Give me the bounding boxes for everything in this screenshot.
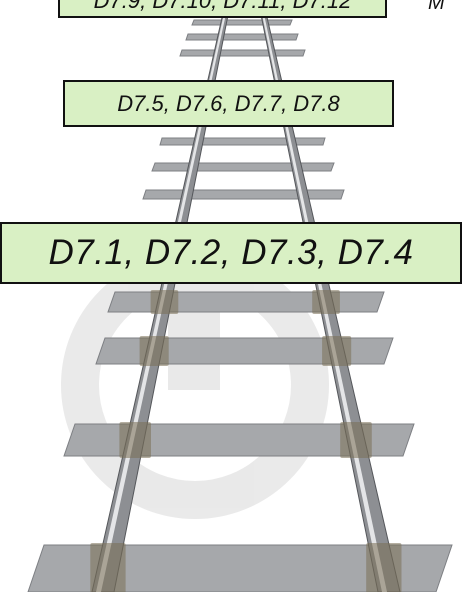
sleeper-8 xyxy=(107,291,385,313)
tie-plate xyxy=(322,336,352,366)
sleeper-4 xyxy=(179,49,306,57)
deliverables-label-middle: D7.5, D7.6, D7.7, D7.8 xyxy=(63,80,394,127)
tie-plate xyxy=(119,422,151,458)
sleeper-2 xyxy=(191,19,293,26)
tie-plate xyxy=(139,336,169,366)
deliverables-text-top: D7.9, D7.10, D7.11, D7.12 xyxy=(93,0,352,13)
tie-plate xyxy=(90,543,126,592)
deliverables-text-bottom: D7.1, D7.2, D7.3, D7.4 xyxy=(48,233,414,272)
sleeper-5 xyxy=(159,137,326,146)
sleeper-6 xyxy=(151,162,335,172)
deliverables-label-bottom: D7.1, D7.2, D7.3, D7.4 xyxy=(0,222,462,284)
deliverables-text-middle: D7.5, D7.6, D7.7, D7.8 xyxy=(117,90,340,116)
tie-plate xyxy=(150,290,179,314)
power-icon xyxy=(61,250,329,519)
tie-plate xyxy=(340,422,372,458)
sleeper-10 xyxy=(63,423,415,457)
rail-tie-plates xyxy=(90,290,402,592)
sleeper-7 xyxy=(142,189,345,200)
side-text-fragment: M xyxy=(428,0,445,14)
tie-plate xyxy=(312,290,340,314)
sleeper-9 xyxy=(95,337,394,365)
sleeper-11 xyxy=(27,544,453,592)
deliverables-label-top: D7.9, D7.10, D7.11, D7.12 xyxy=(58,0,387,18)
sleeper-3 xyxy=(185,33,299,41)
tie-plate xyxy=(366,543,402,592)
